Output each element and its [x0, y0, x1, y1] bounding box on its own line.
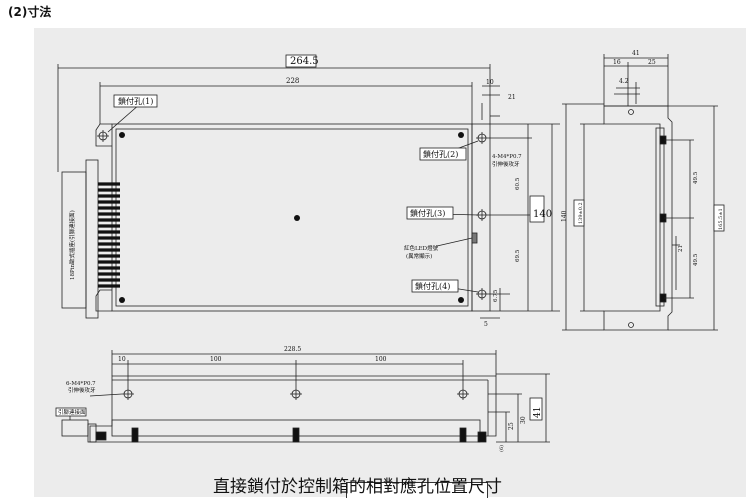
bottom-dim-total: 228.5: [284, 346, 301, 353]
side-dim-49-5-bottom: 49.5: [693, 253, 699, 266]
dim-165-box: [713, 204, 725, 232]
connector-label: 18Pin歐式插座(引腳連接面): [68, 210, 76, 280]
top-left-tab: [95, 123, 112, 147]
screw-label-2-box: [419, 147, 467, 161]
side-view-texts: 41 16 25 4.2 139±0.2 140 165.5±1 49.5 49…: [561, 50, 724, 266]
dim-total-box: [285, 54, 317, 68]
side-dim-25: 25: [648, 59, 656, 66]
thread-note-1: 4-M4*P0.7: [492, 154, 522, 160]
top-view: [57, 54, 560, 319]
connector-frame: [85, 159, 99, 319]
screw-label-4-box: [411, 279, 459, 293]
bottom-connector: [61, 419, 89, 437]
bottom-view-texts: 228.5 10 100 100 6-M4*P0.7 引伸後攻牙 引腳連接面 4…: [58, 346, 543, 452]
caption-underbox: [346, 482, 488, 498]
dim-69-5: 69.5: [515, 249, 521, 262]
dim-60-5: 60.5: [515, 177, 521, 190]
side-dim-49-5-top: 49.5: [693, 171, 699, 184]
bottom-dim-41: 41: [533, 407, 543, 418]
bottom-dim-30: 30: [520, 416, 527, 424]
dim-inner-width: 228: [286, 77, 299, 85]
bottom-dim-41-box: [529, 397, 543, 421]
bottom-connector-pin: [87, 423, 97, 443]
side-dim-4-2: 4.2: [619, 78, 629, 85]
screw-label-1: 鎖付孔(1): [118, 96, 153, 106]
dim-5: 5: [484, 321, 488, 328]
side-dim-165: 165.5±1: [718, 208, 724, 230]
dim-6-75: 6.75: [493, 289, 499, 302]
side-dim-140: 140: [561, 210, 568, 222]
side-dim-21: 21: [678, 245, 684, 252]
side-hole-bottom: [628, 322, 634, 328]
bottom-left-tab: [95, 289, 112, 312]
bottom-pin-label: 引腳連接面: [58, 408, 86, 416]
plate-holes: [119, 132, 464, 303]
pin-label-box: [55, 407, 87, 417]
dim-21-top: 21: [508, 94, 516, 101]
bottom-dim-100-a: 100: [210, 356, 222, 363]
dim-total-width: 264.5: [290, 56, 319, 67]
led-note-1: 紅色LED燈號: [404, 244, 439, 252]
screw-label-2: 鎖付孔(2): [423, 149, 458, 159]
thread-note-2: 引伸後攻牙: [492, 160, 520, 168]
right-flange: [471, 123, 491, 312]
side-dim-16: 16: [613, 59, 621, 66]
diagram-caption: 直接鎖付於控制箱的相對應孔位置尺寸: [213, 477, 502, 497]
dim-height-box: [529, 195, 545, 223]
screw-label-1-box: [113, 94, 158, 108]
dim-139-box: [573, 199, 585, 227]
bottom-dim-10: 10: [118, 356, 126, 363]
screw-label-3-box: [406, 206, 454, 220]
screw-label-3: 鎖付孔(3): [410, 208, 445, 218]
dim-tab: 10: [486, 79, 494, 86]
side-dim-41: 41: [632, 50, 640, 57]
top-plate-inner: [115, 128, 469, 307]
side-dim-139: 139±0.2: [578, 202, 584, 224]
led-indicator: [471, 232, 478, 244]
connector-pins: [98, 182, 120, 288]
bottom-thread-note-2: 引伸後攻牙: [68, 386, 96, 394]
dim-height: 140: [533, 209, 552, 220]
led-note-2: (異常顯示): [406, 252, 432, 260]
screw-label-4: 鎖付孔(4): [415, 281, 450, 291]
bottom-dim-6: (6): [498, 445, 505, 452]
top-view-texts: 264.5 228 10 21 鎖付孔(1) 鎖付孔(2) 鎖付孔(3) 鎖付孔…: [68, 56, 552, 328]
bottom-dim-25: 25: [508, 422, 515, 430]
section-heading: (2)寸法: [8, 5, 52, 19]
side-hole-top: [628, 109, 634, 115]
bottom-view: [55, 350, 550, 443]
side-view: [562, 54, 725, 331]
bottom-dim-100-b: 100: [375, 356, 387, 363]
bottom-thread-note-1: 6-M4*P0.7: [66, 381, 96, 387]
